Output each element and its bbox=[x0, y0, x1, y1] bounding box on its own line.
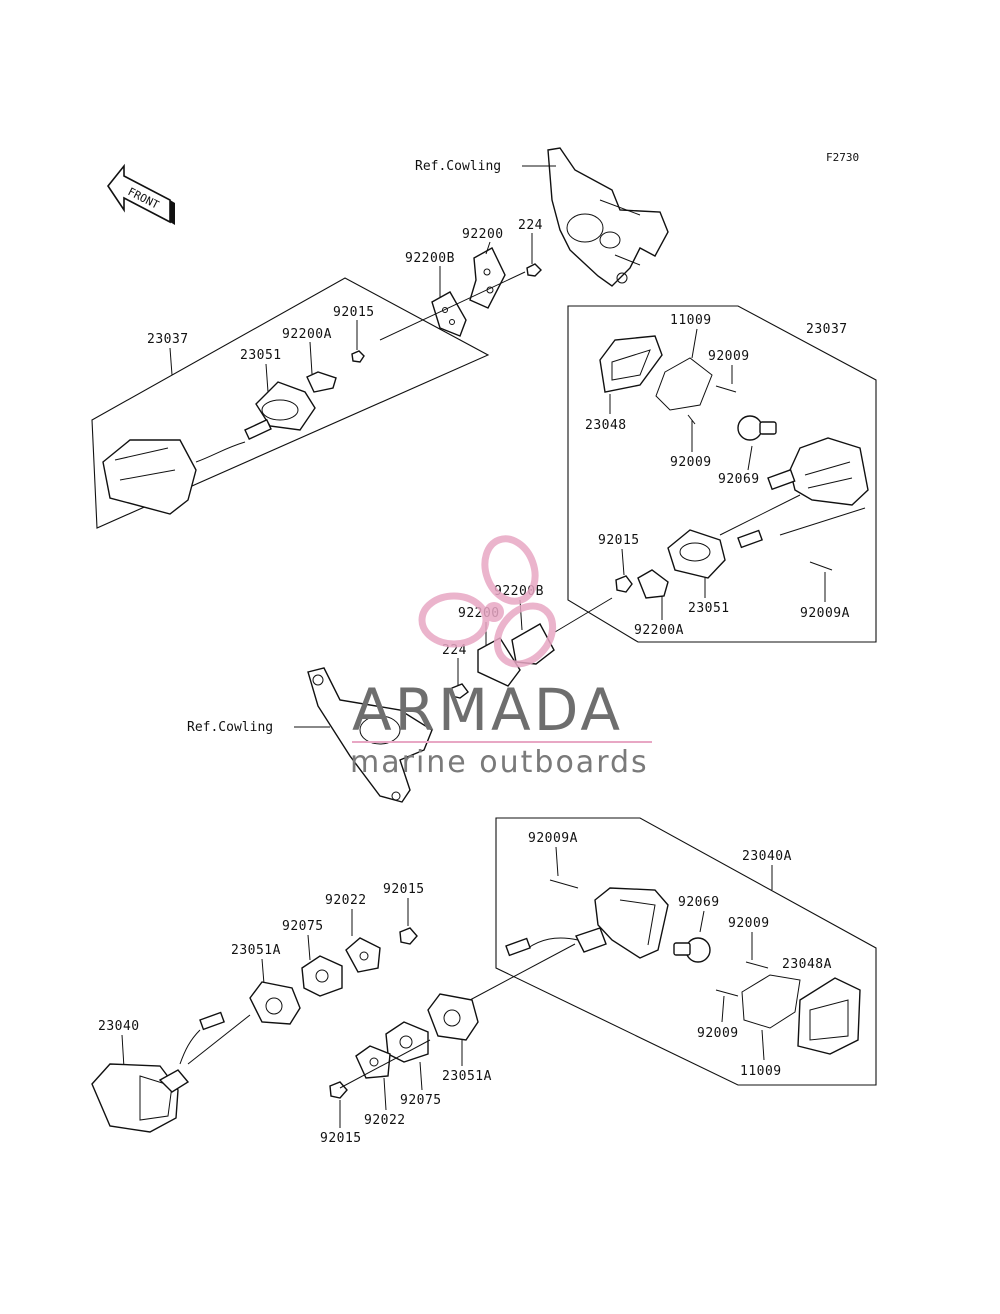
socket-23051A-bl-bottom bbox=[427, 993, 479, 1041]
label-92015-bl: 92015 bbox=[383, 882, 425, 897]
group-box-right bbox=[567, 305, 877, 643]
label-92009-right-a: 92009 bbox=[708, 349, 750, 364]
grommet-92075-bl-top bbox=[301, 955, 343, 997]
lamp-housing-right bbox=[767, 437, 869, 506]
label-92022-bl: 92022 bbox=[325, 893, 367, 908]
cowling-bracket-mid bbox=[307, 667, 433, 803]
label-92015-top: 92015 bbox=[333, 305, 375, 320]
label-92009A-br: 92009A bbox=[528, 831, 578, 846]
label-23037-left: 23037 bbox=[147, 332, 189, 347]
label-23040A-br: 23040A bbox=[742, 849, 792, 864]
label-92075-bl-b: 92075 bbox=[400, 1093, 442, 1108]
label-92200-top: 92200 bbox=[462, 227, 504, 242]
front-arrow-icon: FRONT bbox=[107, 163, 175, 225]
watermark-tagline: marine outboards bbox=[350, 745, 649, 780]
label-23048-right: 23048 bbox=[585, 418, 627, 433]
ref-cowling-top: Ref.Cowling bbox=[415, 159, 501, 174]
armada-logo-icon bbox=[418, 535, 557, 668]
label-92069-right: 92069 bbox=[718, 472, 760, 487]
label-23040-bl: 23040 bbox=[98, 1019, 140, 1034]
screw-92009A-right bbox=[809, 561, 833, 571]
screw-92009-right bbox=[687, 385, 737, 425]
screw-92009A-br bbox=[549, 879, 579, 889]
nut-92015-bl-top bbox=[399, 927, 418, 945]
label-11009-br: 11009 bbox=[740, 1064, 782, 1079]
label-92069-br: 92069 bbox=[678, 895, 720, 910]
group-box-left bbox=[91, 277, 490, 529]
figure-code: F2730 bbox=[826, 151, 859, 164]
watermark-brand: ARMADA bbox=[352, 676, 623, 744]
label-92200A-right: 92200A bbox=[634, 623, 684, 638]
plate-92022-bl-top bbox=[345, 937, 381, 973]
bracket-92200-top bbox=[469, 247, 506, 309]
label-23037-right: 23037 bbox=[806, 322, 848, 337]
label-92200B-top: 92200B bbox=[405, 251, 455, 266]
connector-right bbox=[737, 529, 763, 549]
lens-23048A-br bbox=[797, 977, 861, 1055]
plate-92022-bl-bottom bbox=[355, 1045, 391, 1079]
nut-92015-top bbox=[351, 350, 365, 363]
socket-23051-right bbox=[667, 529, 726, 579]
label-11009-right: 11009 bbox=[670, 313, 712, 328]
plate-92200A-top bbox=[306, 371, 337, 393]
bulb-92069-br bbox=[673, 937, 711, 963]
label-92200A-top: 92200A bbox=[282, 327, 332, 342]
label-92015-right: 92015 bbox=[598, 533, 640, 548]
bulb-92069-right bbox=[737, 415, 777, 441]
label-23051-left: 23051 bbox=[240, 348, 282, 363]
gasket-11009-right bbox=[655, 357, 713, 411]
grommet-92075-bl-bottom bbox=[385, 1021, 429, 1063]
nut-92015-bl-bottom bbox=[329, 1081, 348, 1099]
label-92015-bl-b: 92015 bbox=[320, 1131, 362, 1146]
cowling-bracket-top bbox=[547, 147, 669, 287]
plate-92200A-right bbox=[637, 569, 669, 599]
lamp-housing-23040A-br bbox=[505, 887, 669, 959]
label-23051A-bl: 23051A bbox=[231, 943, 281, 958]
lens-23048-right bbox=[599, 335, 663, 393]
label-92075-bl: 92075 bbox=[282, 919, 324, 934]
label-224-top: 224 bbox=[518, 218, 543, 233]
label-92009-br-b: 92009 bbox=[697, 1026, 739, 1041]
label-23051-right: 23051 bbox=[688, 601, 730, 616]
socket-23051A-bl-top bbox=[249, 981, 301, 1025]
label-92022-bl-b: 92022 bbox=[364, 1113, 406, 1128]
plate-92200B-top bbox=[431, 291, 467, 337]
bolt-224-top bbox=[526, 263, 542, 277]
lamp-housing-23040-bl bbox=[91, 1011, 225, 1133]
nut-92015-right bbox=[615, 575, 633, 593]
label-92009A-right: 92009A bbox=[800, 606, 850, 621]
ref-cowling-mid: Ref.Cowling bbox=[187, 720, 273, 735]
bolt-224-mid bbox=[451, 683, 469, 699]
label-92009-br-a: 92009 bbox=[728, 916, 770, 931]
gasket-11009-br bbox=[741, 974, 801, 1029]
label-23048A-br: 23048A bbox=[782, 957, 832, 972]
group-box-bottom-right bbox=[495, 817, 877, 1086]
label-92009-right-b: 92009 bbox=[670, 455, 712, 470]
screw-92009-br bbox=[715, 961, 769, 997]
label-23051A-bl-b: 23051A bbox=[442, 1069, 492, 1084]
lamp-housing-left bbox=[102, 418, 272, 515]
